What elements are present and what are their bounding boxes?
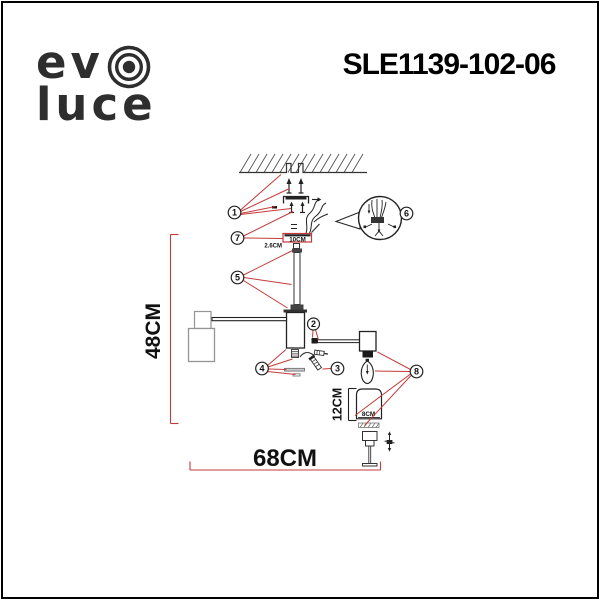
wire-connection-detail: [365, 199, 395, 237]
height-dimension-label: 48CM: [142, 303, 165, 359]
canopy: 10CM 2.6CM: [264, 223, 320, 250]
finial-stem: [362, 431, 378, 467]
candle-bulb-icon: [360, 358, 374, 385]
svg-text:5: 5: [235, 273, 240, 283]
callouts: 1 7 5 6 2 4 3: [227, 205, 424, 379]
shade-height-label: 12CM: [331, 388, 345, 421]
right-arm: [311, 338, 360, 344]
mounting-bracket: [272, 195, 322, 209]
callout-3: 3: [330, 361, 345, 376]
left-lamp: [187, 310, 216, 363]
svg-text:2: 2: [311, 319, 316, 329]
wiring-detail-balloon: [334, 195, 403, 241]
bullseye-icon: [107, 45, 151, 89]
svg-text:3: 3: [335, 364, 340, 374]
svg-text:7: 7: [235, 233, 240, 243]
canopy-height-label: 2.6CM: [264, 244, 282, 250]
callout-5: 5: [230, 270, 245, 285]
logo-row-top: ev: [36, 34, 157, 90]
canopy-width-label: 10CM: [289, 236, 306, 243]
svg-text:8: 8: [414, 367, 419, 377]
dim-width: 68CM: [189, 445, 382, 472]
svg-text:6: 6: [404, 209, 409, 219]
callout-7: 7: [230, 231, 245, 245]
thumbscrew: [313, 349, 329, 357]
central-hub: [283, 309, 307, 349]
callout-6: 6: [399, 206, 414, 221]
svg-text:4: 4: [259, 364, 264, 374]
shade-width-label: 8CM: [362, 411, 375, 418]
angled-screw: [308, 354, 323, 371]
logo-text-luce: luce: [36, 78, 157, 131]
logo-row-bottom: luce: [36, 82, 157, 127]
callout-1: 1: [227, 205, 242, 220]
right-lamp-housing: [358, 330, 377, 358]
model-number: SLE1139-102-06: [342, 48, 557, 81]
mounting-screws: [289, 201, 305, 229]
brand-logo: ev luce: [36, 34, 157, 128]
screw-turn-icon: [384, 431, 395, 452]
dim-height: 48CM: [142, 233, 179, 425]
right-shade: 12CM 8CM: [331, 388, 383, 428]
left-arm: [211, 316, 288, 322]
supply-wires: [305, 198, 329, 235]
ceiling: [239, 153, 367, 174]
svg-text:1: 1: [232, 208, 237, 218]
leader-lines: [239, 174, 412, 426]
callout-4: 4: [255, 361, 269, 376]
down-rod: [290, 248, 304, 310]
callout-2: 2: [306, 317, 321, 331]
hub-hardware-parts: [284, 349, 329, 377]
width-dimension-label: 68CM: [253, 445, 317, 472]
logo-text-ev: ev: [36, 35, 104, 89]
callout-8: 8: [409, 364, 424, 379]
shade-bottom-diffuser: [358, 422, 380, 428]
wall-anchors: [286, 178, 304, 194]
